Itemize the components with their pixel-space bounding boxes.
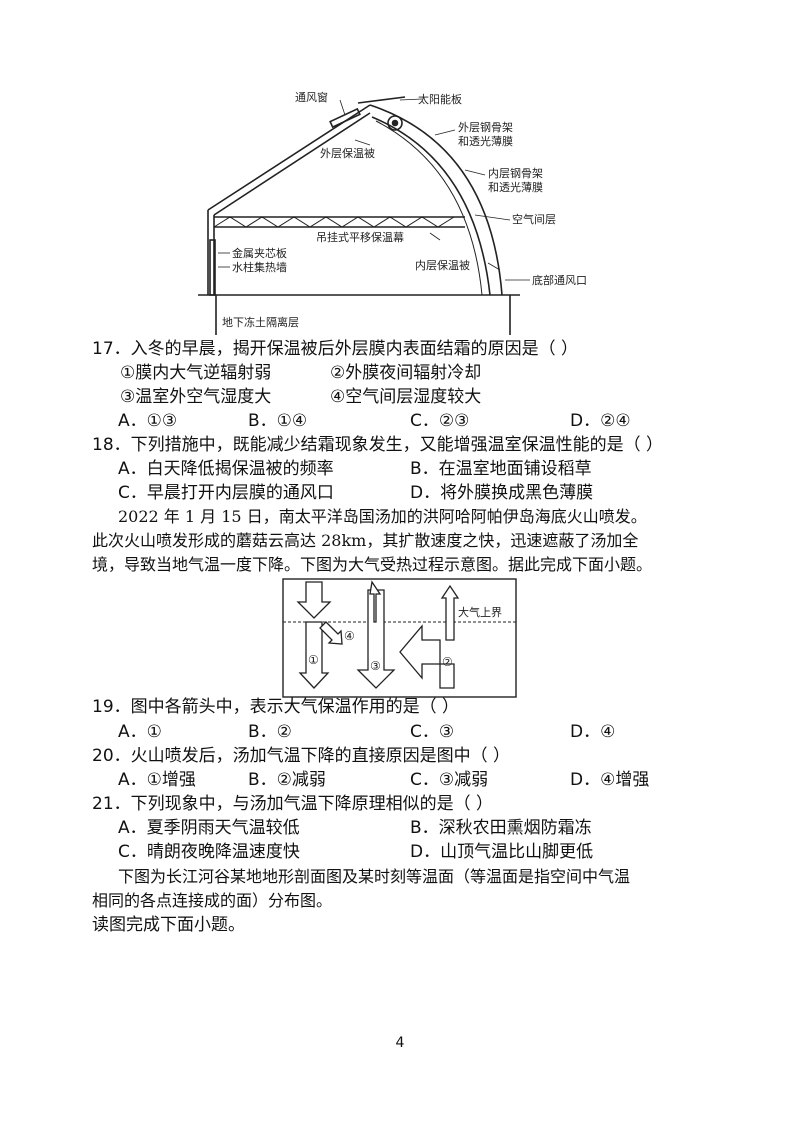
arrow-1-label: ① xyxy=(308,653,319,667)
arrow-4-label: ④ xyxy=(344,629,355,643)
label-inner-film: 和透光薄膜 xyxy=(488,180,543,194)
arrow-4 xyxy=(319,621,343,645)
arrow-3-upward xyxy=(369,580,382,623)
q17-statement-2: ②外膜夜间辐射冷却 xyxy=(330,363,482,383)
label-solar-panel: 太阳能板 xyxy=(418,92,462,106)
q21-choice-b[interactable]: B．深秋农田熏烟防霜冻 xyxy=(410,818,592,838)
label-outer-film: 和透光薄膜 xyxy=(458,134,513,148)
label-water-wall: 水柱集热墙 xyxy=(232,260,287,274)
passage-line-2: 此次火山喷发形成的蘑菇云高达 28km，其扩散速度之快，迅速遮蔽了汤加全 xyxy=(92,531,639,550)
q18-choice-a[interactable]: A．白天降低揭保温被的频率 xyxy=(118,459,334,479)
q21-choice-a[interactable]: A．夏季阴雨天气温较低 xyxy=(118,818,300,838)
q17-choice-a[interactable]: A．①③ xyxy=(118,411,178,431)
q20-choice-c[interactable]: C．③减弱 xyxy=(410,770,489,790)
label-bottom-vent: 底部通风口 xyxy=(532,273,587,287)
q19-choice-a[interactable]: A．① xyxy=(118,722,162,742)
q18-choice-c[interactable]: C．早晨打开内层膜的通风口 xyxy=(118,483,334,503)
label-inner-frame: 内层钢骨架 xyxy=(488,166,543,180)
q20-choice-a[interactable]: A．①增强 xyxy=(118,770,196,790)
passage-line-3: 境，导致当地气温一度下降。下图为大气受热过程示意图。据此完成下面小题。 xyxy=(92,555,653,574)
atmosphere-heating-figure: 大气上界 ① ④ ③ ② xyxy=(282,578,517,698)
q19-choice-c[interactable]: C．③ xyxy=(410,722,455,742)
q20-choice-b[interactable]: B．②减弱 xyxy=(248,770,326,790)
q17-statement-4: ④空气间层湿度较大 xyxy=(330,387,482,407)
q17-choice-d[interactable]: D．②④ xyxy=(570,411,631,431)
q18-choice-d[interactable]: D．将外膜换成黑色薄膜 xyxy=(410,483,594,503)
q20-stem: 20．火山喷发后，汤加气温下降的直接原因是图中（ ） xyxy=(92,746,511,766)
q19-stem: 19．图中各箭头中，表示大气保温作用的是（ ） xyxy=(92,697,460,717)
label-outer-quilt: 外层保温被 xyxy=(320,146,375,160)
arrow-2-label: ② xyxy=(442,655,453,669)
arrow-2 xyxy=(399,624,455,689)
intro-line-3: 读图完成下面小题。 xyxy=(92,915,245,935)
label-air-layer: 空气间层 xyxy=(512,212,556,226)
q17-stem: 17．入冬的早晨，揭开保温被后外层膜内表面结霜的原因是（ ） xyxy=(92,339,579,359)
passage-line-1: 2022 年 1 月 15 日，南太平洋岛国汤加的洪阿哈阿帕伊岛海底火山喷发。 xyxy=(118,507,647,526)
q17-statement-1: ①膜内大气逆辐射弱 xyxy=(120,363,272,383)
arrow-2-upward xyxy=(440,584,460,641)
label-outer-frame: 外层钢骨架 xyxy=(458,121,513,134)
atmosphere-top-label: 大气上界 xyxy=(458,605,502,619)
arrow-incoming-top xyxy=(296,581,332,619)
arrow-3-label: ③ xyxy=(370,659,381,673)
q21-choice-d[interactable]: D．山顶气温比山脚更低 xyxy=(410,842,594,862)
intro-line-2: 相同的各点连接成的面）分布图。 xyxy=(92,891,333,910)
greenhouse-figure: 通风窗 太阳能板 外层钢骨架 和透光薄膜 外层保温被 内层钢骨架 和透光薄膜 空… xyxy=(198,90,587,335)
label-frozen-layer: 地下冻土隔离层 xyxy=(222,315,299,329)
q17-choice-c[interactable]: C．②③ xyxy=(410,411,470,431)
q21-stem: 21．下列现象中，与汤加气温下降原理相似的是（ ） xyxy=(92,794,494,814)
intro-line-1: 下图为长江河谷某地地形剖面图及某时刻等温面（等温面是指空间中气温 xyxy=(118,867,631,886)
label-vent-window: 通风窗 xyxy=(295,90,328,104)
label-curtain: 吊挂式平移保温幕 xyxy=(316,230,404,244)
q18-choice-b[interactable]: B．在温室地面铺设稻草 xyxy=(410,459,592,479)
q19-choice-d[interactable]: D．④ xyxy=(570,722,616,742)
q17-choice-b[interactable]: B．①④ xyxy=(248,411,308,431)
label-inner-quilt: 内层保温被 xyxy=(415,258,470,272)
q20-choice-d[interactable]: D．④增强 xyxy=(570,770,650,790)
q17-statement-3: ③温室外空气湿度大 xyxy=(120,387,272,407)
q19-choice-b[interactable]: B．② xyxy=(248,722,292,742)
q18-stem: 18．下列措施中，既能减少结霜现象发生，又能增强温室保温性能的是（ ） xyxy=(92,435,664,455)
page-number: 4 xyxy=(395,1035,405,1051)
label-metal-panel: 金属夹芯板 xyxy=(232,246,287,260)
arrow-3 xyxy=(356,589,396,689)
q21-choice-c[interactable]: C．晴朗夜晚降温速度快 xyxy=(118,842,300,862)
